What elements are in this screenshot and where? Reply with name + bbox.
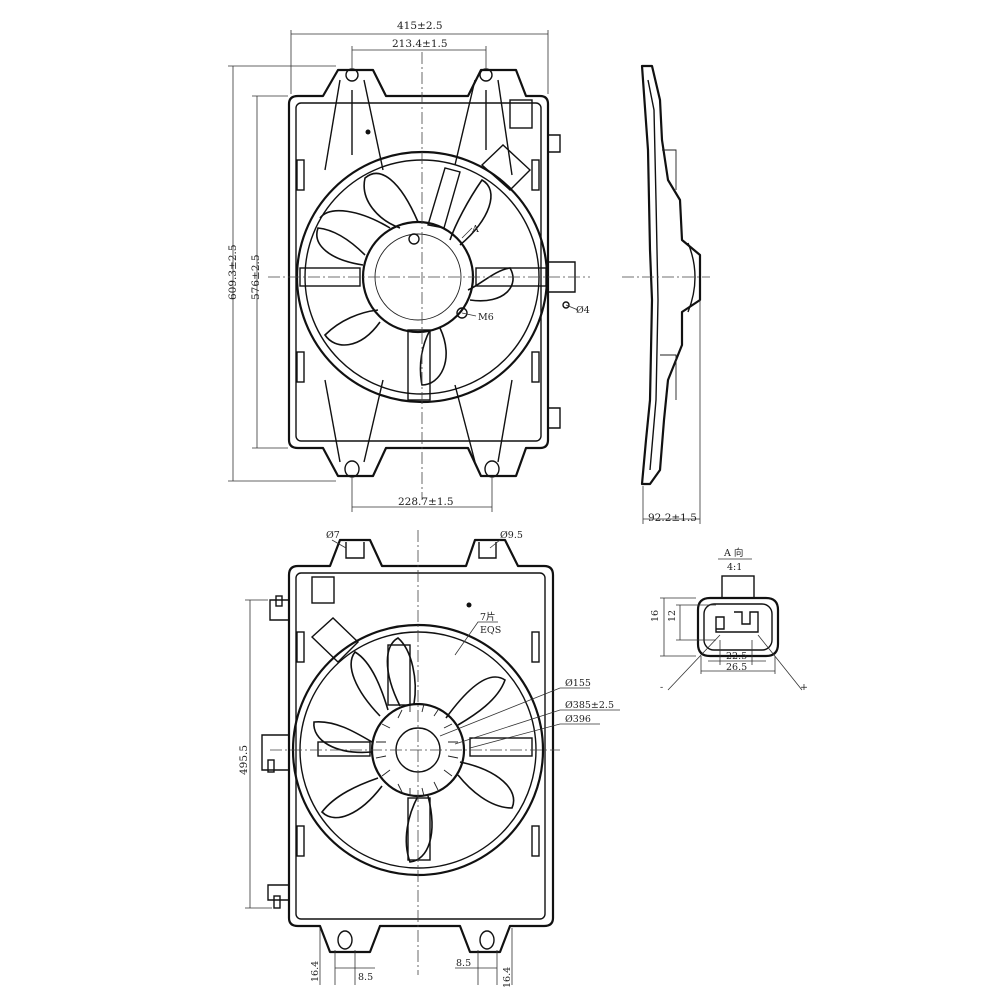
front-bottom-right-mount-hole [484,460,500,478]
front-connector-housing [480,99,576,429]
rear-mount-leaders [331,539,501,549]
side-ribs [660,149,677,400]
front-bottom-left-mount-hole [344,460,360,478]
rear-connector-housing [310,576,360,663]
blades-type: EQS [480,625,501,636]
front-ribs [324,79,513,463]
detail-title: A 向 [723,547,743,559]
front-top-right-mount-hole [479,68,493,82]
leader-dia385 [454,709,620,745]
dim-depth-label: 92.2±1.5 [648,512,697,524]
dim-right-offset: 16.4 [502,967,513,988]
dim-width-top-mounts-label: 213.4±1.5 [392,38,448,50]
terminal-plus-label: + [800,682,808,693]
callout-dia4: Ø4 [576,305,590,316]
connector-pins [715,611,759,633]
rear-left-brackets [261,595,289,909]
callout-a: A [471,224,479,235]
dim-outer-width: 26.5 [726,662,747,673]
front-m6-bolt [456,307,468,319]
dim-width-top-mounts [351,46,487,68]
rear-hub-fins [375,703,459,797]
side-profile-outline [640,64,702,486]
dim-width-overall [290,30,549,94]
rear-bottom-right-mount-hole [479,930,495,950]
rear-blades [313,637,515,863]
callout-dia9-5: Ø9.5 [500,530,523,541]
dim-left-offset: 16.4 [310,961,321,982]
leader-dia396 [469,723,600,749]
side-view: 92.2±1.5 [622,64,710,524]
connector-detail: A 向 4:1 16 12 22.5 26.5 - + [650,547,808,693]
front-dia4-hole [562,301,570,309]
callout-dia7: Ø7 [326,530,340,541]
detail-scale: 4:1 [727,562,742,573]
leader-dia4 [565,304,579,311]
dim-height-frame-label: 576±2.5 [250,254,262,300]
leader-a [461,227,473,239]
dim-height-overall-label: 609.3±2.5 [227,244,239,300]
dim-width-bottom-mounts-label: 228.7±1.5 [398,496,454,508]
rear-struts [317,644,533,861]
dim-depth [642,300,701,524]
blades-count: 7片 [480,611,496,623]
connector-dims [660,597,803,691]
dia-fan: Ø385±2.5 [565,700,614,711]
front-frame-outline [287,68,550,478]
rear-frame-outline [287,538,555,954]
connector-outer [696,596,780,658]
callout-m6: M6 [478,312,494,323]
front-frame-inner [295,102,542,442]
dia-shroud: Ø396 [565,714,591,725]
connector-latch [721,575,755,599]
front-view: A M6 Ø4 415±2.5 213.4±1.5 228.7±1.5 609.… [227,20,590,512]
dia-hub: Ø155 [565,678,591,689]
rear-marker-dot [466,602,472,608]
dim-height-overall [228,65,336,482]
dim-left-slot: 8.5 [358,972,373,983]
terminal-minus-label: - [660,682,663,693]
front-marker-dot [365,129,371,135]
dim-pin-spacing: 22.5 [726,651,747,662]
dim-bottom-slots [319,928,513,985]
rear-frame-inner [295,572,546,920]
dim-width-overall-label: 415±2.5 [397,20,443,32]
dim-height-side-label: 495.5 [238,745,250,775]
dim-height-frame [252,95,288,449]
dim-inner-height: 12 [667,610,678,622]
rear-top-left-mount [345,542,365,559]
side-motor-dome [687,242,696,313]
dim-height-side [245,599,272,909]
rear-view: Ø7 Ø9.5 7片 EQS Ø155 Ø385±2.5 Ø396 495.5 … [238,530,620,988]
dim-width-bottom-mounts [351,478,493,512]
rear-top-right-mount [478,542,497,559]
leader-dia155 [439,687,590,737]
dim-right-slot: 8.5 [456,958,471,969]
side-profile-inner [647,79,659,471]
rear-side-tabs [296,631,540,857]
front-hub-hole [408,233,420,245]
dim-outer-height: 16 [650,610,661,622]
leader-m6 [461,312,477,317]
front-blades [316,172,514,386]
leader-blades [454,621,498,656]
rear-bottom-left-mount-hole [337,930,353,950]
front-side-tabs [296,159,540,383]
connector-inner [703,603,773,651]
front-top-left-mount-hole [345,68,359,82]
